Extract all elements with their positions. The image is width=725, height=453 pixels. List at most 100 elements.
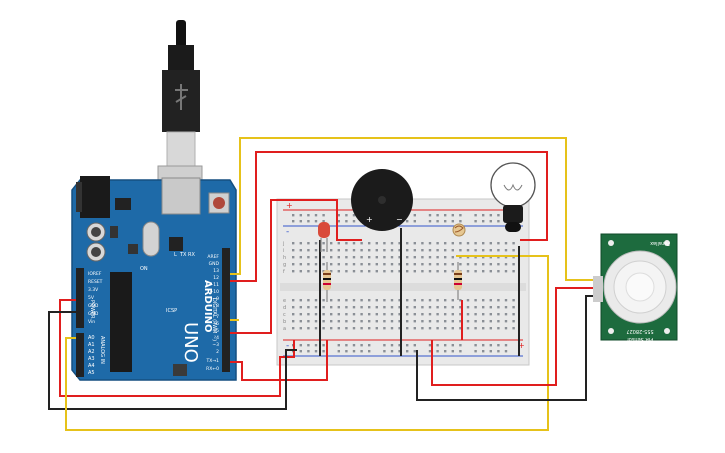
breadboard-hole[interactable] (314, 350, 318, 353)
piezo-buzzer[interactable]: + − (351, 169, 413, 231)
breadboard-hole[interactable] (474, 270, 477, 273)
breadboard-hole[interactable] (360, 313, 363, 316)
breadboard-hole[interactable] (413, 350, 416, 353)
breadboard-hole[interactable] (497, 320, 500, 323)
breadboard-hole[interactable] (337, 256, 340, 259)
breadboard-hole[interactable] (292, 220, 295, 223)
breadboard-hole[interactable] (428, 270, 432, 273)
breadboard-hole[interactable] (474, 220, 477, 223)
breadboard-hole[interactable] (368, 299, 371, 302)
breadboard-hole[interactable] (459, 320, 462, 323)
breadboard-hole[interactable] (406, 270, 409, 273)
breadboard-hole[interactable] (307, 270, 310, 273)
breadboard-hole[interactable] (444, 344, 447, 347)
breadboard-hole[interactable] (482, 327, 485, 330)
breadboard-hole[interactable] (352, 263, 356, 266)
wire-yellow-top[interactable] (230, 137, 602, 281)
breadboard-hole[interactable] (466, 327, 470, 330)
digital-header[interactable] (222, 248, 230, 372)
breadboard-hole[interactable] (337, 344, 340, 347)
breadboard-hole[interactable] (352, 306, 356, 309)
breadboard-hole[interactable] (299, 327, 302, 330)
breadboard-hole[interactable] (375, 263, 378, 266)
breadboard-hole[interactable] (451, 270, 454, 273)
breadboard-hole[interactable] (512, 263, 515, 266)
breadboard-hole[interactable] (330, 327, 333, 330)
pir-sensor[interactable]: Parallax 555-28027 PIR Sensor (593, 233, 678, 342)
breadboard-hole[interactable] (322, 214, 325, 217)
breadboard-hole[interactable] (497, 350, 500, 353)
breadboard-hole[interactable] (436, 344, 439, 347)
breadboard-hole[interactable] (406, 220, 409, 223)
wire-red-5v[interactable] (59, 299, 295, 397)
breadboard-hole[interactable] (406, 242, 409, 245)
breadboard-hole[interactable] (307, 242, 310, 245)
breadboard-hole[interactable] (292, 270, 295, 273)
breadboard-hole[interactable] (421, 320, 424, 323)
breadboard-hole[interactable] (314, 306, 318, 309)
breadboard-hole[interactable] (375, 256, 378, 259)
breadboard-hole[interactable] (292, 256, 295, 259)
breadboard-hole[interactable] (337, 214, 340, 217)
breadboard-hole[interactable] (375, 249, 378, 252)
breadboard-hole[interactable] (368, 249, 371, 252)
breadboard-hole[interactable] (299, 313, 302, 316)
breadboard-hole[interactable] (436, 270, 439, 273)
breadboard-hole[interactable] (413, 344, 416, 347)
breadboard-hole[interactable] (307, 350, 310, 353)
breadboard-hole[interactable] (360, 249, 363, 252)
breadboard-hole[interactable] (504, 344, 508, 347)
breadboard-hole[interactable] (512, 256, 515, 259)
breadboard-hole[interactable] (322, 249, 325, 252)
breadboard-hole[interactable] (406, 299, 409, 302)
breadboard-hole[interactable] (307, 306, 310, 309)
breadboard-hole[interactable] (307, 214, 310, 217)
breadboard-hole[interactable] (474, 299, 477, 302)
breadboard-hole[interactable] (451, 263, 454, 266)
breadboard-hole[interactable] (489, 344, 492, 347)
breadboard-hole[interactable] (428, 263, 432, 266)
breadboard-hole[interactable] (390, 249, 394, 252)
breadboard-hole[interactable] (436, 214, 439, 217)
breadboard-hole[interactable] (489, 214, 492, 217)
breadboard-hole[interactable] (474, 350, 477, 353)
breadboard-hole[interactable] (421, 242, 424, 245)
breadboard-hole[interactable] (390, 313, 394, 316)
breadboard-hole[interactable] (421, 306, 424, 309)
breadboard-hole[interactable] (383, 249, 386, 252)
breadboard-hole[interactable] (307, 256, 310, 259)
breadboard-hole[interactable] (345, 344, 348, 347)
breadboard-hole[interactable] (444, 270, 447, 273)
breadboard-hole[interactable] (383, 299, 386, 302)
breadboard-hole[interactable] (451, 220, 454, 223)
wire-yellow-a0[interactable] (65, 255, 549, 431)
breadboard-hole[interactable] (390, 256, 394, 259)
breadboard-hole[interactable] (497, 313, 500, 316)
breadboard-hole[interactable] (466, 263, 470, 266)
breadboard-hole[interactable] (421, 270, 424, 273)
breadboard-hole[interactable] (307, 344, 310, 347)
breadboard-hole[interactable] (489, 249, 492, 252)
breadboard-hole[interactable] (474, 327, 477, 330)
breadboard-hole[interactable] (398, 327, 401, 330)
breadboard-hole[interactable] (413, 263, 416, 266)
breadboard-hole[interactable] (413, 214, 416, 217)
breadboard-hole[interactable] (314, 327, 318, 330)
breadboard-hole[interactable] (345, 249, 348, 252)
breadboard-hole[interactable] (375, 270, 378, 273)
breadboard-hole[interactable] (383, 327, 386, 330)
breadboard-hole[interactable] (436, 256, 439, 259)
breadboard-hole[interactable] (314, 263, 318, 266)
breadboard-hole[interactable] (512, 313, 515, 316)
breadboard-hole[interactable] (390, 320, 394, 323)
breadboard-hole[interactable] (504, 270, 508, 273)
breadboard-hole[interactable] (299, 214, 302, 217)
breadboard-hole[interactable] (330, 270, 333, 273)
breadboard-hole[interactable] (322, 313, 325, 316)
breadboard-hole[interactable] (292, 263, 295, 266)
breadboard-hole[interactable] (444, 214, 447, 217)
breadboard-hole[interactable] (299, 306, 302, 309)
breadboard-hole[interactable] (421, 327, 424, 330)
breadboard-hole[interactable] (497, 214, 500, 217)
breadboard-hole[interactable] (330, 249, 333, 252)
